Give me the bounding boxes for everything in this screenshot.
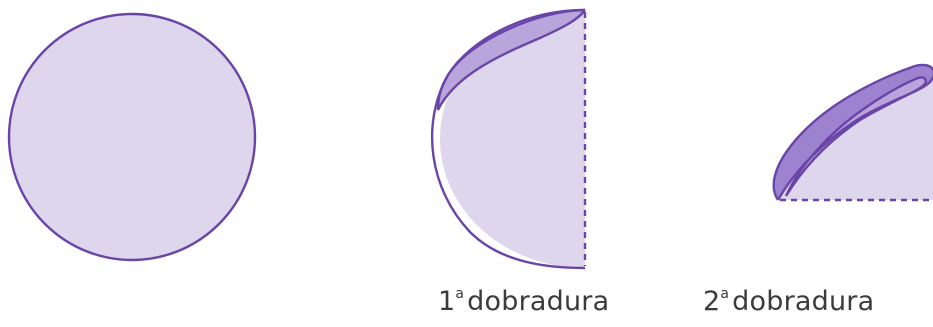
second-fold-caption-word: dobradura [732, 286, 874, 317]
first-fold-caption-ordinal: a [455, 286, 464, 302]
unfolded-circle [9, 14, 255, 260]
first-fold-shape [432, 10, 585, 268]
second-fold-caption-number: 2 [703, 286, 720, 317]
second-fold-shape [774, 65, 933, 200]
first-fold-caption-word: dobradura [467, 286, 609, 317]
first-fold-caption-number: 1 [438, 286, 455, 317]
second-fold-caption-ordinal: a [720, 286, 729, 302]
